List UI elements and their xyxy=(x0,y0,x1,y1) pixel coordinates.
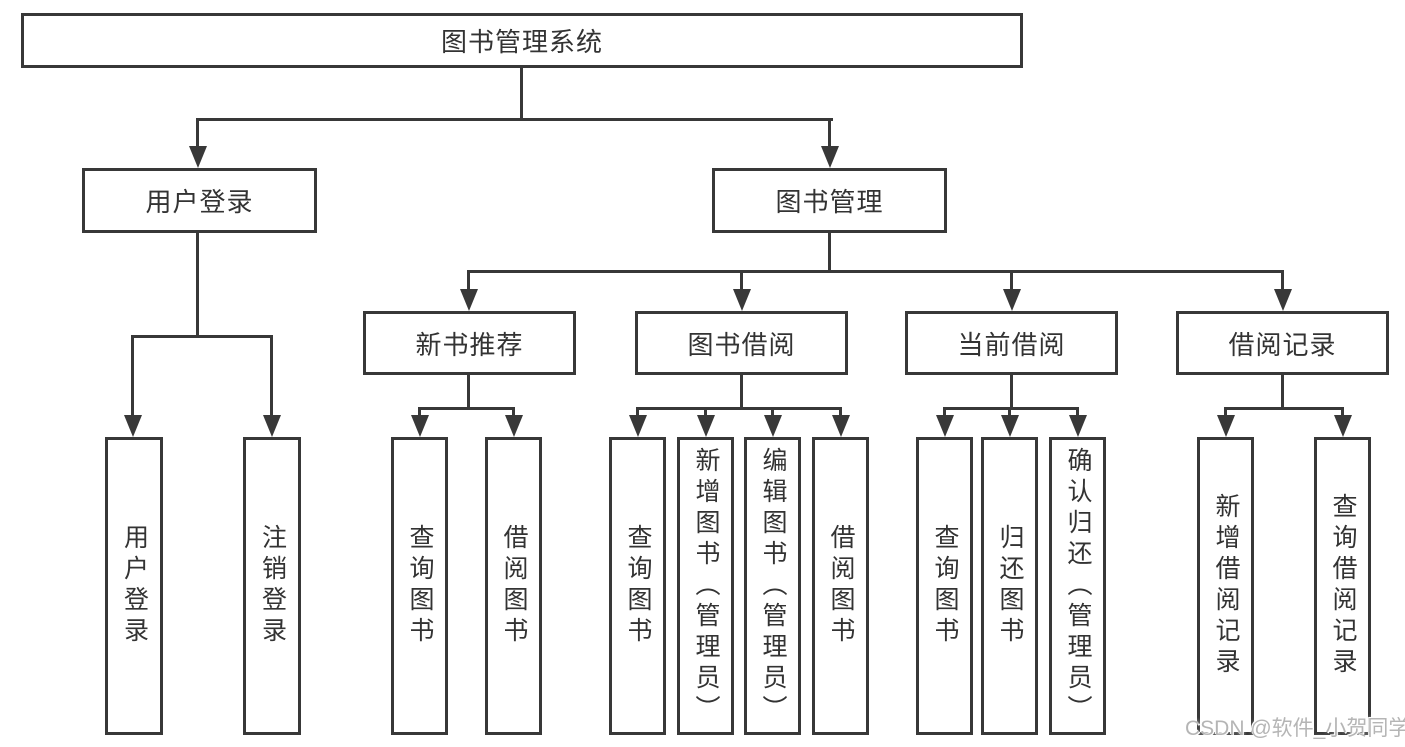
leaf-query-borrow-record: 查询借阅记录 xyxy=(1314,437,1371,735)
leaf-label: 查询图书 xyxy=(624,524,652,648)
leaf-add-borrow-record: 新增借阅记录 xyxy=(1197,437,1254,735)
connector-line xyxy=(418,407,515,410)
arrow-down-icon xyxy=(697,415,715,437)
connector-line xyxy=(467,375,470,410)
connector-line xyxy=(520,68,523,118)
connector-line xyxy=(1010,375,1013,410)
arrow-down-icon xyxy=(1003,289,1021,311)
leaf-label: 查询借阅记录 xyxy=(1329,493,1357,679)
leaf-label: 新增图书（管理员） xyxy=(692,446,720,726)
leaf-confirm-return-admin: 确认归还（管理员） xyxy=(1049,437,1106,735)
arrow-down-icon xyxy=(263,415,281,437)
connector-line xyxy=(839,407,842,419)
connector-line xyxy=(1281,270,1284,292)
connector-line xyxy=(704,407,707,419)
connector-line xyxy=(196,118,199,162)
leaf-label: 查询图书 xyxy=(406,524,434,648)
arrow-down-icon xyxy=(1334,415,1352,437)
connector-line xyxy=(1224,407,1227,419)
connector-line xyxy=(828,233,831,273)
csdn-watermark: CSDN @软件_小贺同学 xyxy=(1185,717,1405,740)
connector-line xyxy=(636,407,639,419)
leaf-return-books: 归还图书 xyxy=(981,437,1038,735)
connector-line xyxy=(467,270,470,292)
connector-line xyxy=(418,407,421,419)
connector-line xyxy=(740,375,743,410)
leaf-borrow-books-1: 借阅图书 xyxy=(485,437,542,735)
node-root-label: 图书管理系统 xyxy=(440,27,603,57)
node-label: 借阅记录 xyxy=(1228,329,1337,360)
arrow-down-icon xyxy=(1217,415,1235,437)
connector-line xyxy=(740,270,743,292)
leaf-query-books-1: 查询图书 xyxy=(391,437,448,735)
node-label: 新书推荐 xyxy=(415,329,524,360)
leaf-logout: 注销登录 xyxy=(243,437,301,735)
node-label: 用户登录 xyxy=(145,187,254,217)
leaf-add-books-admin: 新增图书（管理员） xyxy=(677,437,734,735)
connector-line xyxy=(636,407,842,410)
connector-line xyxy=(1281,375,1284,410)
connector-line xyxy=(943,407,946,419)
arrow-down-icon xyxy=(505,415,523,437)
leaf-user-login: 用户登录 xyxy=(105,437,163,735)
connector-line xyxy=(1008,407,1011,419)
leaf-label: 新增借阅记录 xyxy=(1212,493,1240,679)
leaf-label: 注销登录 xyxy=(258,524,287,648)
connector-line xyxy=(467,270,1284,273)
arrow-down-icon xyxy=(629,415,647,437)
connector-line xyxy=(1076,407,1079,419)
arrow-down-icon xyxy=(124,415,142,437)
leaf-borrow-books-2: 借阅图书 xyxy=(812,437,869,735)
connector-line xyxy=(1224,407,1344,410)
node-label: 当前借阅 xyxy=(957,329,1066,360)
arrow-down-icon xyxy=(1274,289,1292,311)
arrow-down-icon xyxy=(411,415,429,437)
node-label: 图书管理 xyxy=(775,187,884,217)
leaf-label: 确认归还（管理员） xyxy=(1064,446,1092,726)
node-label: 图书借阅 xyxy=(687,329,796,360)
node-new-book-recommend: 新书推荐 xyxy=(363,311,576,375)
arrow-down-icon xyxy=(832,415,850,437)
node-current-borrowing: 当前借阅 xyxy=(905,311,1118,375)
arrow-down-icon xyxy=(821,146,839,168)
connector-line xyxy=(131,335,273,338)
node-root: 图书管理系统 xyxy=(21,13,1023,68)
connector-line xyxy=(1010,270,1013,292)
connector-line xyxy=(512,407,515,419)
leaf-label: 查询图书 xyxy=(931,524,959,648)
arrow-down-icon xyxy=(460,289,478,311)
connector-line xyxy=(196,233,199,338)
leaf-label: 归还图书 xyxy=(996,524,1024,648)
connector-line xyxy=(943,407,1079,410)
arrow-down-icon xyxy=(189,146,207,168)
leaf-query-books-3: 查询图书 xyxy=(916,437,973,735)
leaf-label: 用户登录 xyxy=(120,524,149,648)
connector-line xyxy=(1341,407,1344,419)
node-book-borrowing: 图书借阅 xyxy=(635,311,848,375)
connector-line xyxy=(771,407,774,419)
connector-line xyxy=(196,118,833,121)
node-user-login-group: 用户登录 xyxy=(82,168,317,233)
leaf-query-books-2: 查询图书 xyxy=(609,437,666,735)
arrow-down-icon xyxy=(733,289,751,311)
arrow-down-icon xyxy=(1069,415,1087,437)
leaf-edit-books-admin: 编辑图书（管理员） xyxy=(744,437,801,735)
node-book-management: 图书管理 xyxy=(712,168,947,233)
connector-line xyxy=(270,335,273,417)
arrow-down-icon xyxy=(1001,415,1019,437)
leaf-label: 借阅图书 xyxy=(827,524,855,648)
leaf-label: 编辑图书（管理员） xyxy=(759,446,787,726)
arrow-down-icon xyxy=(936,415,954,437)
node-borrow-records: 借阅记录 xyxy=(1176,311,1389,375)
leaf-label: 借阅图书 xyxy=(500,524,528,648)
arrow-down-icon xyxy=(764,415,782,437)
connector-line xyxy=(828,118,831,162)
connector-line xyxy=(131,335,134,417)
